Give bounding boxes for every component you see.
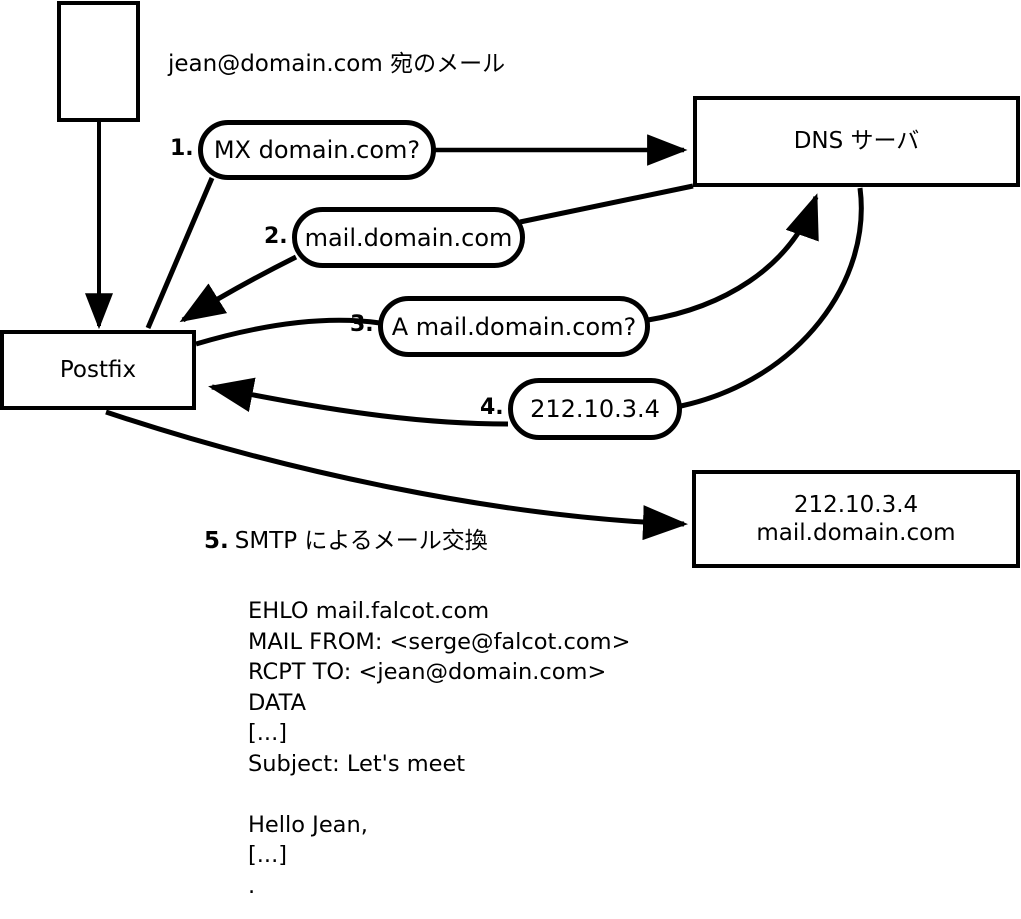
step-2-label: mail.domain.com bbox=[304, 223, 513, 252]
step-4-number: 4. bbox=[480, 395, 504, 420]
postfix-box: Postfix bbox=[0, 330, 196, 410]
mail-server-ip: 212.10.3.4 bbox=[793, 491, 919, 518]
connector-step4-pill-to-postfix bbox=[208, 377, 509, 427]
dns-server-label: DNS サーバ bbox=[793, 128, 920, 155]
smtp-transcript: EHLO mail.falcot.com MAIL FROM: <serge@f… bbox=[248, 598, 631, 899]
connector-dns-to-step2-pill bbox=[519, 183, 694, 225]
mail-destination-label: jean@domain.com 宛のメール bbox=[168, 51, 506, 77]
step-1-pill: MX domain.com? bbox=[198, 120, 436, 180]
dns-server-box: DNS サーバ bbox=[693, 96, 1020, 187]
step-5-label: SMTP によるメール交換 bbox=[234, 528, 488, 554]
step-2-number: 2. bbox=[264, 224, 288, 249]
postfix-label: Postfix bbox=[59, 356, 137, 383]
connector-postfix-to-mailserver bbox=[105, 409, 688, 541]
connector-dns-to-step4-pill bbox=[680, 187, 864, 409]
step-4-pill: 212.10.3.4 bbox=[508, 378, 682, 440]
step-1-label: MX domain.com? bbox=[213, 136, 421, 164]
step-4-label: 212.10.3.4 bbox=[530, 395, 660, 423]
mail-server-box: 212.10.3.4 mail.domain.com bbox=[692, 470, 1020, 568]
step-2-pill: mail.domain.com bbox=[292, 207, 525, 268]
connector-step3-pill-to-dns bbox=[647, 193, 819, 323]
client-box bbox=[57, 1, 140, 122]
step-3-pill: A mail.domain.com? bbox=[378, 296, 650, 357]
connector-postfix-to-step1-pill bbox=[145, 177, 215, 329]
step-3-label: A mail.domain.com? bbox=[391, 312, 637, 341]
step-5-number: 5. bbox=[204, 528, 229, 554]
step-1-number: 1. bbox=[170, 136, 194, 161]
connector-step2-pill-to-postfix bbox=[179, 254, 298, 323]
mail-server-hostname: mail.domain.com bbox=[756, 520, 956, 546]
step-3-number: 3. bbox=[350, 312, 374, 337]
connector-postfix-to-step3-pill bbox=[195, 317, 381, 347]
step-5-label-group: 5.SMTP によるメール交換 bbox=[204, 521, 488, 555]
